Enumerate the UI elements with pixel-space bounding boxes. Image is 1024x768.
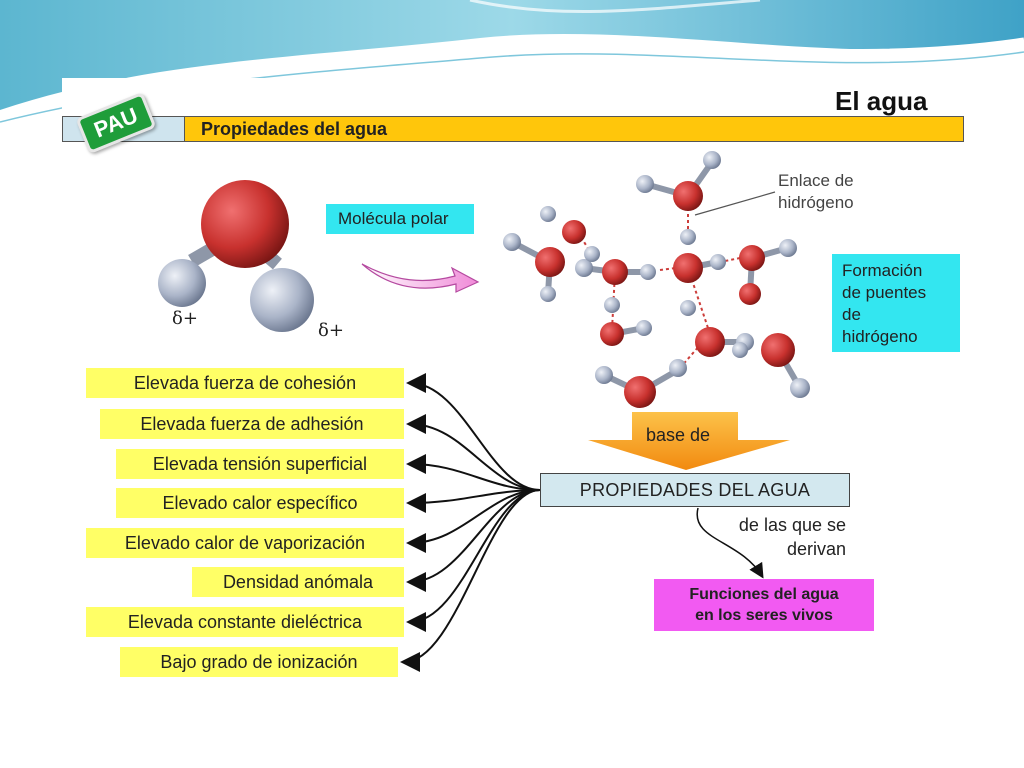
property-item: Densidad anómala (192, 567, 404, 597)
functions-line-2: en los seres vivos (695, 607, 833, 624)
formation-line-3: de (842, 305, 861, 324)
hydrogen-bond-label: Enlace de hidrógeno (778, 170, 854, 214)
property-item: Elevado calor específico (116, 488, 404, 518)
property-item: Bajo grado de ionización (120, 647, 398, 677)
header-title: Propiedades del agua (201, 119, 388, 139)
hydrogen-bond-label-line-1: Enlace de (778, 171, 854, 190)
property-item: Elevada fuerza de adhesión (100, 409, 404, 439)
water-functions-box: Funciones del agua en los seres vivos (654, 579, 874, 631)
hydrogen-bridge-formation-label: Formación de puentes de hidrógeno (832, 254, 960, 352)
hydrogen-bond-label-line-2: hidrógeno (778, 193, 854, 212)
water-properties-node: PROPIEDADES DEL AGUA (540, 473, 850, 507)
derive-line-2: derivan (786, 539, 846, 559)
derive-line-1: de las que se (738, 515, 846, 535)
formation-line-4: hidrógeno (842, 327, 918, 346)
polar-molecule-label: Molécula polar (326, 204, 474, 234)
base-de-label: base de (646, 425, 711, 445)
formation-line-2: de puentes (842, 283, 927, 302)
property-item: Elevado calor de vaporización (86, 528, 404, 558)
property-item: Elevada fuerza de cohesión (86, 368, 404, 398)
header-bar: Propiedades del agua (62, 116, 964, 142)
property-item: Elevada constante dieléctrica (86, 607, 404, 637)
formation-line-1: Formación (842, 261, 923, 280)
property-item: Elevada tensión superficial (116, 449, 404, 479)
functions-line-1: Funciones del agua (689, 586, 839, 603)
delta-plus-right: δ+ (318, 320, 344, 341)
derive-label: de las que se derivan (706, 513, 846, 561)
delta-plus-left: δ+ (172, 308, 198, 329)
page-title: El agua (835, 86, 928, 116)
